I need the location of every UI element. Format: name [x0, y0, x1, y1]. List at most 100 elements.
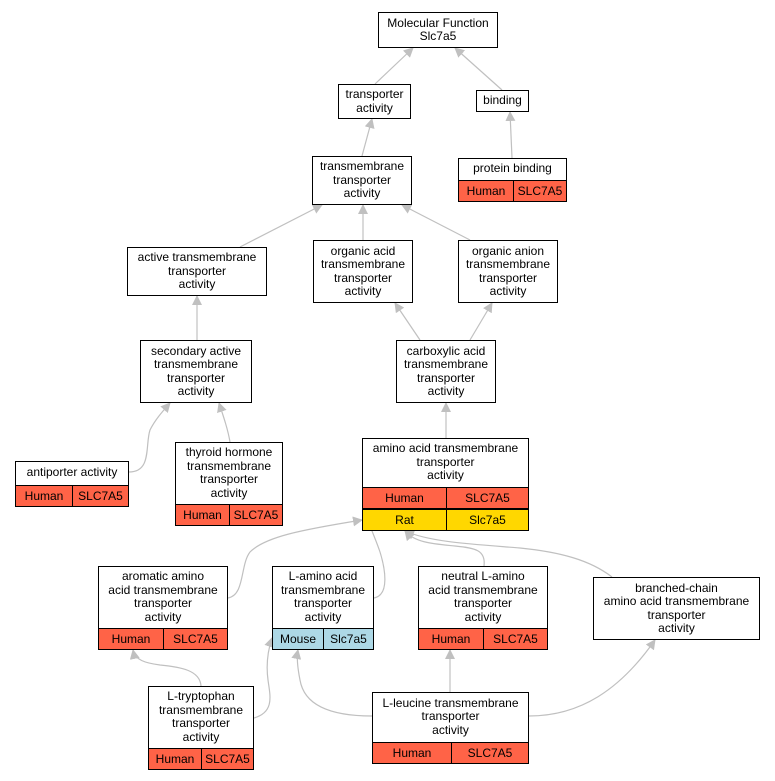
edge-tryptophan-to-aromatic	[129, 649, 202, 687]
edge-carboxylic-to-organic-anion	[469, 302, 493, 341]
term-label-line: transporter	[647, 607, 706, 622]
species-cell: Human	[148, 748, 202, 770]
term-label-line: activity	[182, 729, 220, 744]
edge-neutral-to-amino-acid	[404, 530, 485, 567]
species-cell: Human	[175, 504, 230, 526]
term-label-line: transporter	[416, 370, 476, 385]
term-label: binding	[477, 91, 528, 111]
term-label-line: transporter	[166, 370, 226, 385]
term-label-line: activity	[178, 277, 216, 292]
edge-active-tm-to-transmembrane	[239, 204, 323, 248]
term-label-line: transporter	[453, 596, 513, 610]
term-label-line: activity	[144, 609, 182, 624]
gene-cell: Slc7a5	[324, 628, 374, 650]
term-label-line: L-amino acid	[288, 569, 358, 583]
term-node-binding[interactable]: binding	[476, 90, 529, 112]
term-label-line: transporter	[345, 87, 404, 101]
term-label-line: antiporter activity	[26, 465, 118, 480]
gene-cell: SLC7A5	[514, 180, 567, 202]
term-label-line: transmembrane	[280, 582, 366, 597]
term-label-line: amino acid transmembrane	[603, 594, 750, 608]
gene-cell: SLC7A5	[230, 504, 283, 526]
term-label-line: transmembrane	[158, 702, 244, 717]
term-label-line: transporter	[416, 454, 475, 469]
term-label-line: activity	[427, 468, 464, 483]
edge-antiporter-to-secondary	[128, 402, 171, 473]
term-label-line: Molecular Function	[387, 15, 489, 30]
term-label-line: transmembrane	[465, 257, 551, 271]
species-cell: Human	[418, 628, 484, 650]
term-label-line: transporter	[167, 263, 227, 278]
term-label-line: transporter	[333, 270, 393, 285]
edge-transmembrane-to-transporter	[361, 118, 375, 157]
term-label-line: acid transmembrane	[108, 582, 218, 597]
term-label-line: organic anion	[471, 243, 545, 258]
gene-cell: SLC7A5	[73, 485, 129, 507]
term-label-line: activity	[210, 485, 248, 500]
species-cell: Human	[372, 742, 452, 764]
term-label-line: transporter	[133, 596, 193, 610]
term-label-line: protein binding	[473, 161, 552, 176]
term-label: antiporter activity	[16, 462, 128, 484]
gene-cell: SLC7A5	[164, 628, 228, 650]
term-label-line: activity	[427, 384, 465, 398]
term-label-line: transporter	[199, 472, 259, 486]
term-label-line: acid transmembrane	[428, 582, 538, 597]
term-label-line: transmembrane	[153, 357, 239, 371]
term-label-line: activity	[432, 722, 469, 737]
term-label-line: activity	[464, 609, 502, 624]
term-label: protein binding	[459, 159, 566, 179]
term-label-line: secondary active	[150, 343, 242, 358]
term-label-line: thyroid hormone	[185, 445, 273, 459]
term-label-line: binding	[483, 93, 522, 108]
edge-protein-binding-to-binding	[505, 111, 516, 159]
edge-binding-to-mf	[454, 47, 503, 91]
edge-aromatic-to-amino-acid	[227, 516, 363, 599]
term-label-line: branched-chain	[635, 580, 718, 595]
term-label-line: activity	[177, 384, 215, 398]
term-label-line: transmembrane	[319, 159, 405, 174]
term-label-line: aromatic amino	[121, 569, 205, 583]
term-label-line: activity	[344, 284, 382, 298]
term-label-line: amino acid transmembrane	[372, 441, 519, 456]
term-label-line: active transmembrane	[137, 250, 257, 265]
species-cell: Human	[362, 487, 447, 509]
